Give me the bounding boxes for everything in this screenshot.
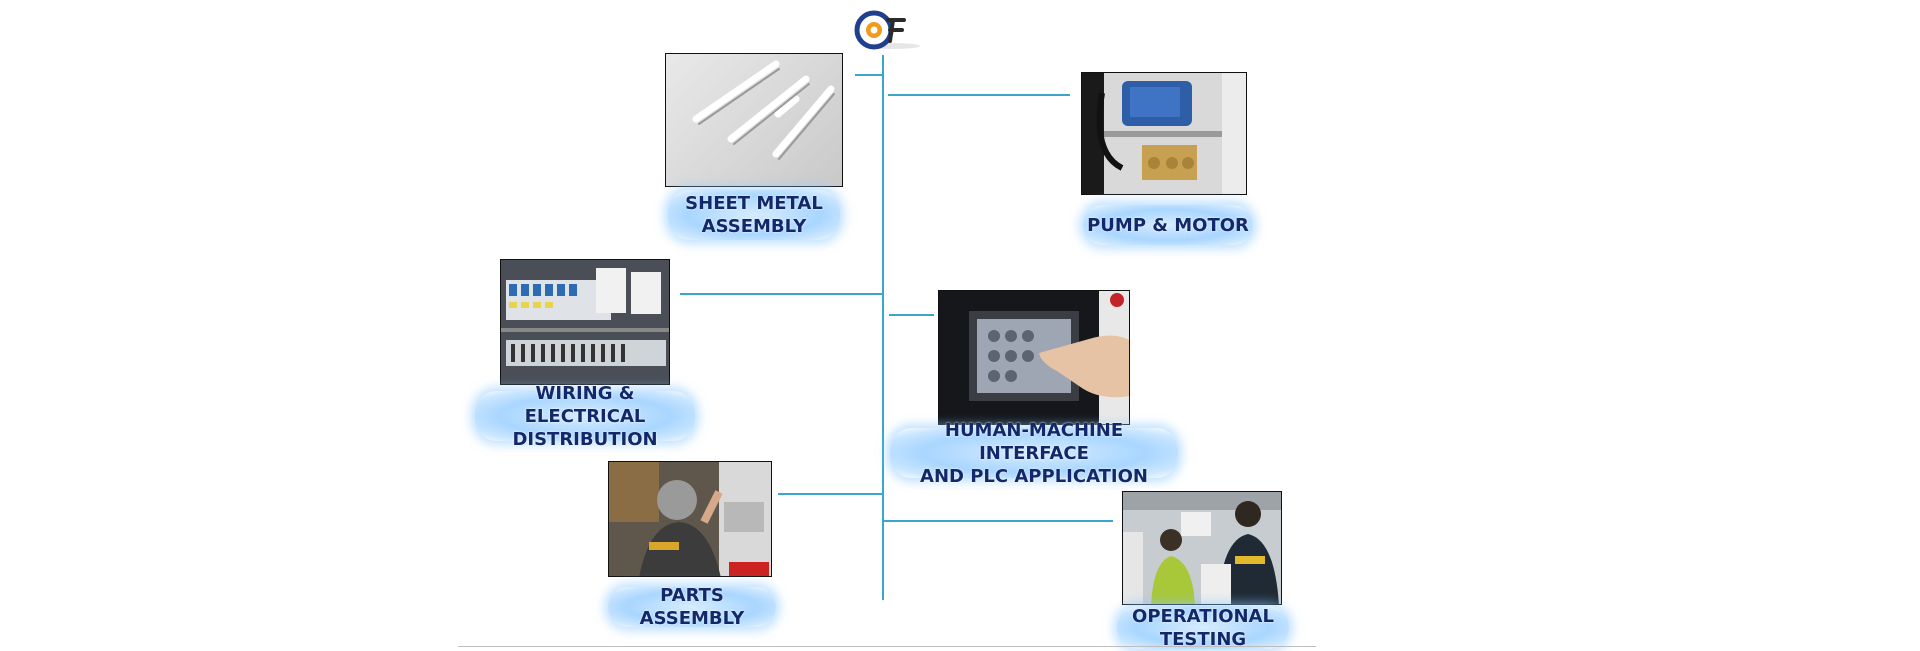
label-hmi: HUMAN-MACHINE INTERFACE AND PLC APPLICAT… bbox=[890, 420, 1178, 487]
label-parts-assembly: PARTS ASSEMBLY bbox=[608, 585, 776, 629]
operational-testing-photo bbox=[1122, 491, 1282, 605]
label-pump-motor: PUMP & MOTOR bbox=[1083, 205, 1253, 245]
branch-pump-motor bbox=[888, 94, 1070, 96]
label-sheet-metal-line1: SHEET METAL bbox=[685, 193, 823, 214]
label-testing-line2: TESTING bbox=[1159, 628, 1247, 650]
label-wiring: WIRING & ELECTRICAL DISTRIBUTION bbox=[475, 383, 695, 450]
label-sheet-metal-line2: ASSEMBLY bbox=[701, 216, 807, 237]
pump-motor-photo bbox=[1081, 72, 1247, 195]
sheet-metal-photo bbox=[665, 53, 843, 187]
label-operational-testing: OPERATIONAL TESTING bbox=[1117, 605, 1289, 650]
label-pump-motor-line1: PUMP & MOTOR bbox=[1087, 214, 1249, 236]
label-sheet-metal: SHEET METAL ASSEMBLY bbox=[668, 190, 840, 240]
company-logo: OF bbox=[852, 8, 922, 52]
label-testing-line1: OPERATIONAL bbox=[1132, 605, 1274, 627]
label-wiring-line1: WIRING & ELECTRICAL bbox=[524, 382, 646, 427]
label-wiring-line2: DISTRIBUTION bbox=[512, 428, 658, 450]
branch-testing bbox=[883, 520, 1113, 522]
label-parts-assembly-line1: PARTS ASSEMBLY bbox=[639, 585, 745, 629]
label-hmi-line1: HUMAN-MACHINE INTERFACE bbox=[944, 419, 1124, 464]
label-hmi-line2: AND PLC APPLICATION bbox=[920, 465, 1148, 487]
branch-hmi bbox=[889, 314, 934, 316]
wiring-photo bbox=[500, 259, 670, 385]
branch-parts bbox=[778, 493, 883, 495]
branch-wiring bbox=[680, 293, 883, 295]
hmi-photo bbox=[938, 290, 1130, 425]
trunk-line bbox=[882, 55, 884, 600]
parts-assembly-photo bbox=[608, 461, 772, 577]
bottom-divider bbox=[458, 646, 1316, 647]
branch-sheet-metal bbox=[855, 74, 882, 76]
